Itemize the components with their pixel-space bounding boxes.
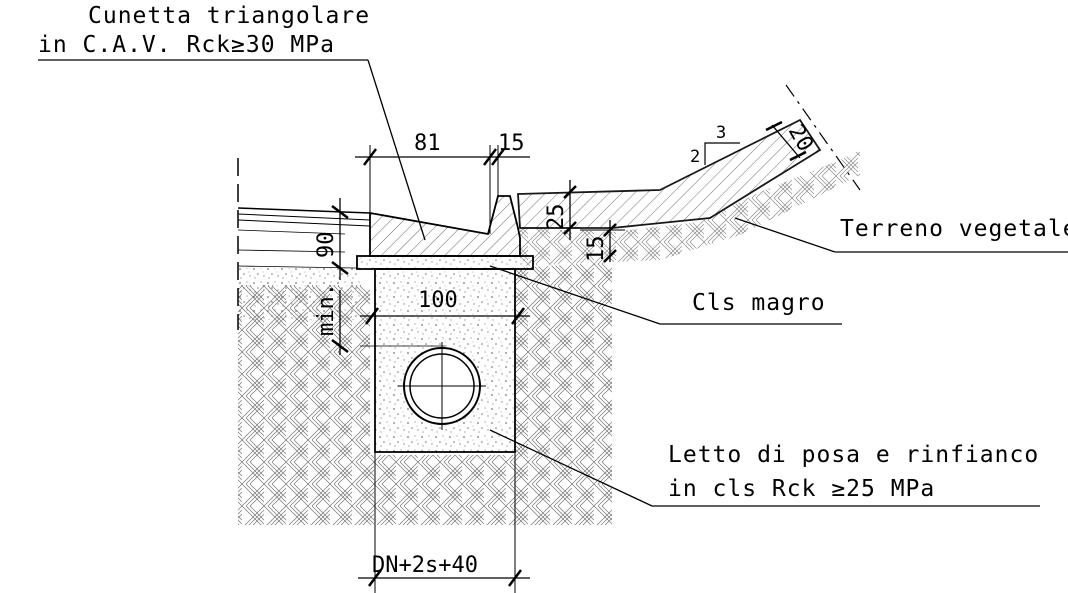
dim-81: 81 bbox=[414, 131, 441, 156]
cunetta-triangolare bbox=[369, 195, 521, 257]
slope-h: 3 bbox=[716, 123, 726, 143]
cls-magro-label: Cls magro bbox=[692, 290, 826, 316]
road-layers bbox=[237, 158, 371, 330]
terrain-hatch bbox=[238, 150, 860, 525]
dim-dn: DN+2s+40 bbox=[372, 553, 478, 578]
dim-100: 100 bbox=[418, 288, 458, 313]
cunetta-label-line2: in C.A.V. Rck≥30 MPa bbox=[38, 32, 335, 58]
dim-15-side: 15 bbox=[584, 236, 609, 263]
dim-15-top: 15 bbox=[498, 131, 525, 156]
terreno-label: Terreno vegetale bbox=[840, 216, 1068, 242]
cls-magro-slab bbox=[356, 255, 534, 270]
dim-min: min. bbox=[314, 283, 339, 336]
terreno-vegetale-layer bbox=[517, 84, 861, 229]
letto-di-posa bbox=[360, 268, 516, 453]
slope-v: 2 bbox=[690, 147, 700, 167]
dim-25: 25 bbox=[544, 204, 569, 231]
dim-90: 90 bbox=[314, 232, 339, 259]
dimension-lines bbox=[331, 120, 807, 593]
cunetta-label-line1: Cunetta triangolare bbox=[88, 3, 370, 29]
letto-label-line2: in cls Rck ≥25 MPa bbox=[668, 476, 935, 502]
letto-label-line1: Letto di posa e rinfianco bbox=[668, 442, 1039, 468]
leader-lines bbox=[38, 59, 1068, 507]
